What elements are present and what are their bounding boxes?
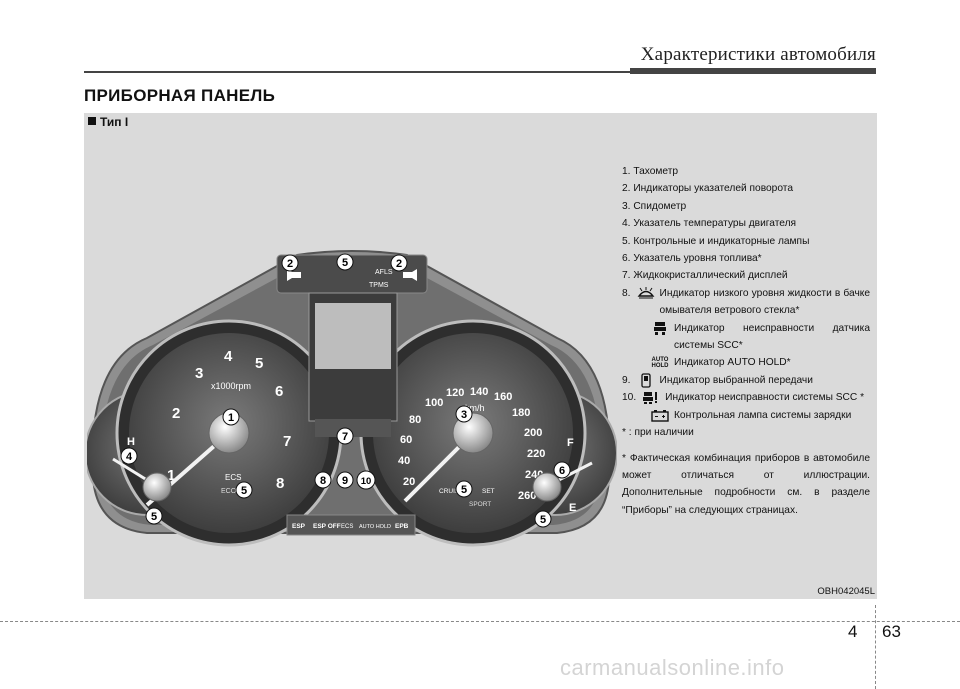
battery-icon: [649, 407, 671, 424]
ecs-lamp: ECS: [225, 473, 241, 482]
afls-lamp: AFLS: [375, 269, 393, 276]
auto-hold-icon: AUTO HOLD: [651, 356, 669, 369]
header-rule: [84, 71, 876, 73]
page-title: ПРИБОРНАЯ ПАНЕЛЬ: [84, 86, 276, 105]
tach-tick-7: 7: [283, 433, 291, 450]
legend-item-5: 5. Контрольные и индикаторные лампы: [622, 235, 810, 247]
scc-sensor-icon: [649, 320, 671, 337]
type-label: Тип I: [88, 115, 128, 129]
bullet-square-icon: [88, 117, 96, 125]
header-rule-thick: [630, 68, 876, 74]
speed-tick-100: 100: [425, 397, 443, 409]
callout-5-tach: 5: [241, 485, 247, 497]
eco-lamp: ECO: [221, 488, 237, 495]
sport-lamp: SPORT: [469, 501, 491, 508]
legend-item-3: 3. Спидометр: [622, 200, 687, 212]
footer-divider: [875, 605, 876, 689]
legend-item-8-autohold: AUTO HOLD Индикатор AUTO HOLD*: [622, 354, 870, 371]
callout-9: 9: [342, 475, 348, 487]
speed-tick-140: 140: [470, 386, 488, 398]
type-label-text: Тип I: [100, 115, 129, 129]
speed-tick-20: 20: [403, 476, 415, 488]
page-number: 63: [882, 622, 901, 641]
speed-tick-220: 220: [527, 448, 545, 460]
section-title: Характеристики автомобиля: [640, 44, 876, 65]
speed-tick-200: 200: [524, 427, 542, 439]
tach-unit: x1000rpm: [211, 381, 251, 391]
cruise-lamp: CRUISE: [439, 488, 464, 495]
tach-tick-2: 2: [172, 405, 180, 422]
esp-button-label: ESP: [292, 523, 306, 530]
speed-tick-120: 120: [446, 387, 464, 399]
callout-5-top: 5: [342, 257, 348, 269]
esp-off-button-label: ESP OFF: [313, 523, 341, 530]
watermark: carmanualsonline.info: [560, 655, 785, 680]
callout-2-right: 2: [396, 258, 402, 270]
speed-tick-180: 180: [512, 407, 530, 419]
callout-5-right: 5: [540, 514, 546, 526]
legend-item-9: 9. Индикатор выбранной передачи: [622, 372, 870, 389]
chapter-number: 4: [848, 622, 858, 641]
ecs-button-label: ECS: [341, 524, 353, 530]
speed-tick-260: 260: [518, 490, 536, 502]
callout-1: 1: [228, 412, 234, 424]
tach-tick-1: 1: [167, 467, 175, 484]
callout-4: 4: [126, 451, 133, 463]
legend-item-6: 6. Указатель уровня топлива*: [622, 253, 762, 265]
legend-item-10: 10. Индикатор неисправности системы SCC …: [622, 389, 870, 406]
footer-rule: [0, 621, 960, 622]
speed-unit: km/h: [465, 403, 485, 413]
temp-high-label: H: [127, 436, 135, 448]
legend: 1. Тахометр 2. Индикаторы указателей пов…: [622, 163, 870, 519]
tach-tick-5: 5: [255, 355, 263, 372]
legend-item-8-scc: Индикатор неисправности датчика системы …: [622, 320, 870, 355]
legend-item-10-charge: Контрольная лампа системы зарядки: [622, 407, 870, 424]
scc-fault-icon: [640, 389, 662, 406]
callout-7: 7: [342, 431, 348, 443]
auto-hold-button-label: AUTO HOLD: [359, 524, 391, 530]
tach-tick-8: 8: [276, 475, 284, 492]
callout-5-left: 5: [151, 511, 157, 523]
speed-tick-40: 40: [398, 455, 410, 467]
callout-2-left: 2: [287, 258, 293, 270]
legend-footnote: * : при наличии: [622, 427, 694, 439]
legend-item-4: 4. Указатель температуры двигателя: [622, 218, 797, 230]
callout-5-speed: 5: [461, 484, 467, 496]
speed-tick-60: 60: [400, 434, 412, 446]
legend-item-8-washer: 8. Индикатор низкого уровня жидкости в б…: [622, 285, 870, 320]
fuel-full-label: F: [567, 437, 574, 449]
washer-fluid-icon: [635, 285, 657, 302]
speed-tick-80: 80: [409, 414, 421, 426]
figure-code: OBH042045L: [817, 586, 875, 597]
gear-indicator-icon: [635, 372, 657, 389]
tach-tick-6: 6: [275, 383, 283, 400]
figure-panel: Тип I 1 2 3 4 5 6 7: [84, 113, 877, 599]
speed-tick-160: 160: [494, 391, 512, 403]
callout-8: 8: [320, 475, 326, 487]
legend-item-1: 1. Тахометр: [622, 166, 679, 177]
tpms-lamp: TPMS: [369, 282, 389, 289]
callout-10: 10: [361, 476, 372, 487]
callout-3: 3: [461, 409, 467, 421]
callout-6: 6: [559, 465, 565, 477]
set-lamp: SET: [482, 488, 495, 495]
epb-button-label: EPB: [395, 523, 409, 530]
tach-tick-3: 3: [195, 365, 203, 382]
legend-item-2: 2. Индикаторы указателей поворота: [622, 183, 793, 195]
legend-item-7: 7. Жидкокристаллический дисплей: [622, 270, 788, 282]
tach-tick-4: 4: [224, 348, 233, 365]
legend-note: * Фактическая комбинация приборов в авто…: [622, 452, 870, 516]
fuel-empty-label: E: [569, 502, 576, 514]
instrument-cluster-illustration: 1 2 3 4 5 6 7 8 x1000rpm ECS ECO 20 40 6…: [87, 250, 617, 547]
